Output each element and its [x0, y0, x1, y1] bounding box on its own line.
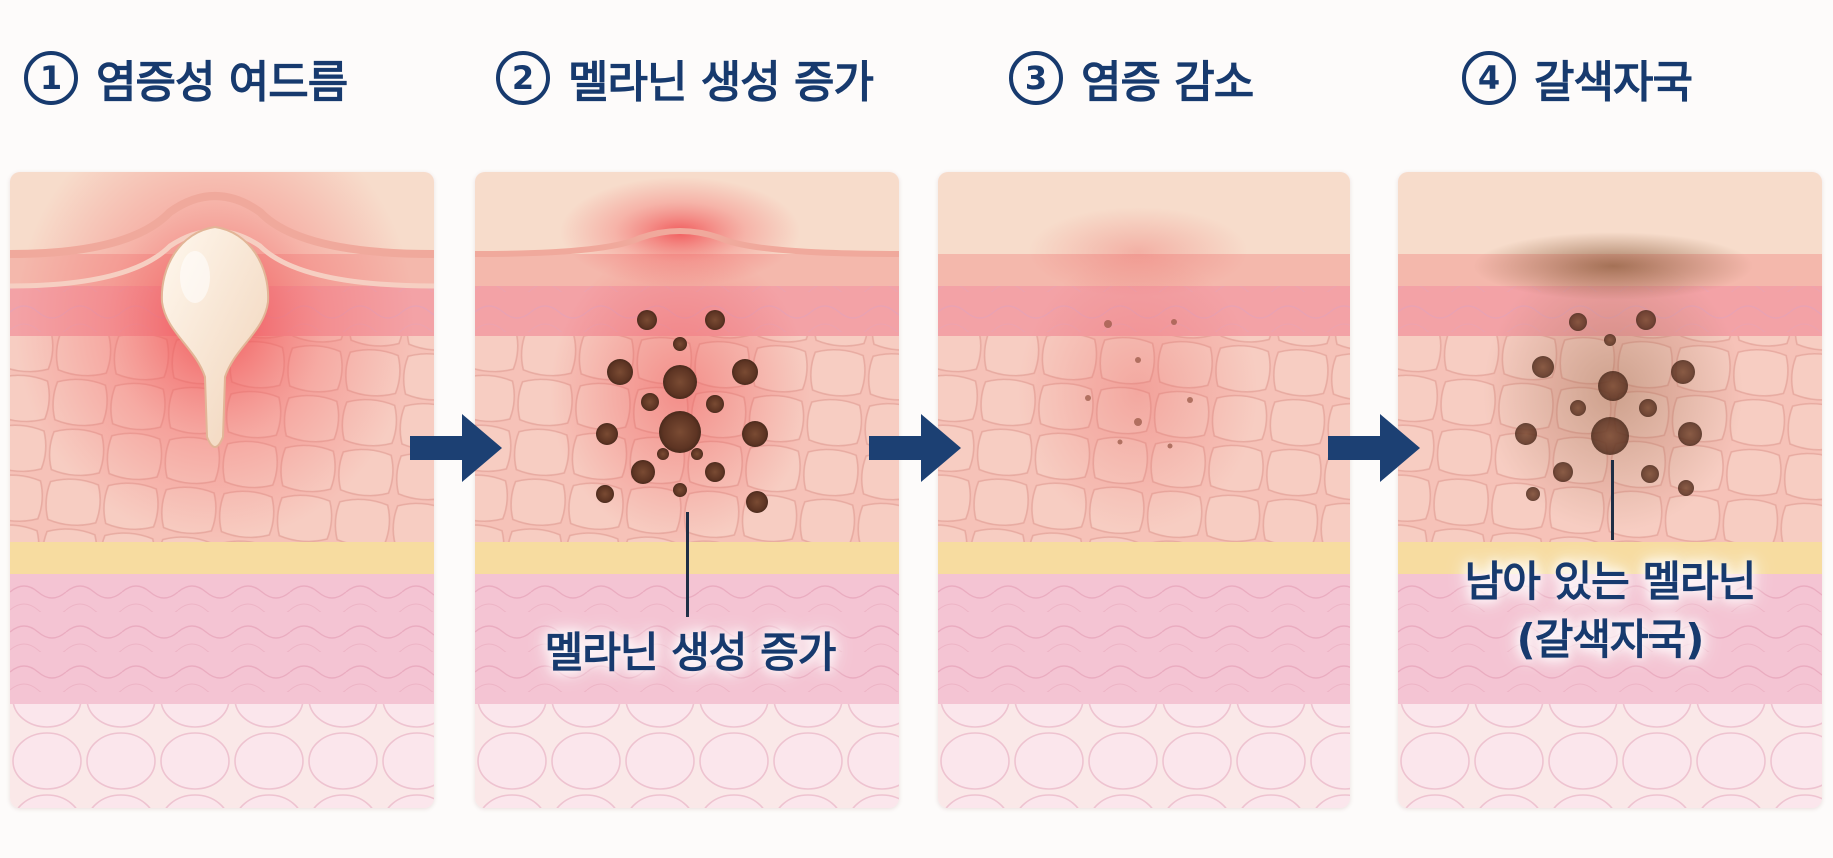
arrow-step-2-to-3-icon	[869, 414, 961, 482]
step-1-number: 1	[24, 51, 78, 105]
step-4-label: 갈색자국	[1534, 57, 1693, 108]
step-3-number: 3	[1009, 51, 1063, 105]
step-4-number: 4	[1462, 51, 1516, 105]
skin-panel-brown-spot	[1398, 172, 1822, 808]
step-3-title: 3 염증 감소	[1009, 38, 1254, 118]
remaining-melanin-line-2: (갈색자국)	[1516, 615, 1705, 664]
remaining-melanin-line-1: 남아 있는 멜라닌	[1464, 557, 1757, 606]
arrow-step-3-to-4-icon	[1328, 414, 1420, 482]
melanin-increase-leader-line	[686, 512, 689, 617]
step-4-title: 4 갈색자국	[1462, 38, 1693, 118]
step-2-title: 2 멜라닌 생성 증가	[496, 38, 874, 118]
remaining-melanin-leader-line	[1611, 460, 1614, 540]
step-2-label: 멜라닌 생성 증가	[568, 57, 874, 108]
step-1-label: 염증성 여드름	[96, 57, 348, 108]
skin-panel-melanin-increase	[475, 172, 899, 808]
melanin-increase-callout: 멜라닌 생성 증가	[544, 628, 837, 677]
arrow-step-1-to-2-icon	[410, 414, 502, 482]
step-3-label: 염증 감소	[1081, 57, 1254, 108]
step-1-title: 1 염증성 여드름	[24, 38, 348, 118]
skin-panel-inflamed-acne	[10, 172, 434, 808]
step-2-number: 2	[496, 51, 550, 105]
remaining-melanin-callout: 남아 있는 멜라닌 (갈색자국)	[1420, 553, 1800, 669]
skin-panel-inflammation-reduced	[938, 172, 1350, 808]
